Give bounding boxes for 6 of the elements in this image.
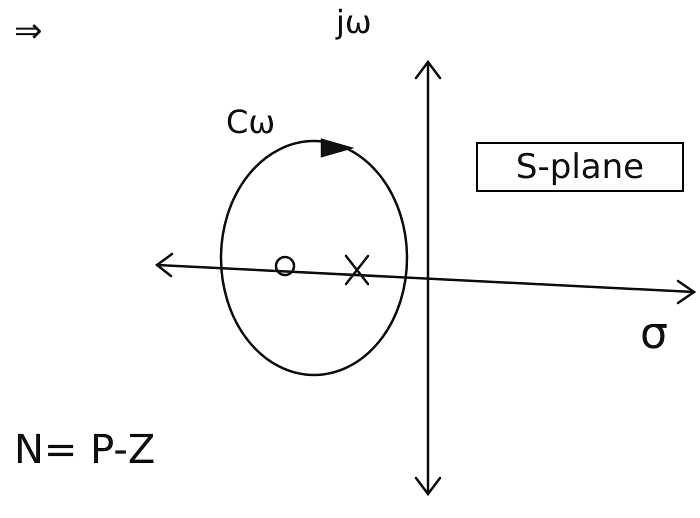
imaginary-axis-label: jω [336, 6, 372, 38]
equation: N= P-Z [14, 430, 156, 470]
contour-label: Cω [226, 106, 276, 138]
real-axis-label: σ [640, 312, 668, 356]
implies-symbol: ⇒ [14, 14, 42, 48]
s-plane-box: S-plane [476, 142, 684, 192]
